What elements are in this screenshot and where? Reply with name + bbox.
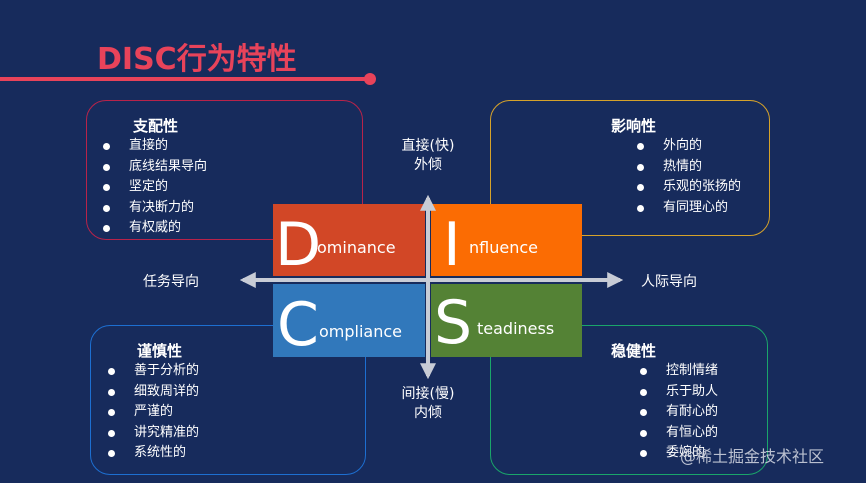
compliance-box: 谨慎性 善于分析的 细致周详的 严谨的 讲究精准的 系统性的	[90, 325, 366, 475]
steadiness-list: 控制情绪 乐于助人 有耐心的 有恒心的 委婉的	[640, 361, 718, 464]
axis-label-top-line2: 外倾	[414, 157, 442, 173]
watermark: @稀土掘金技术社区	[680, 447, 825, 466]
list-item: 有同理心的	[637, 198, 741, 219]
list-item: 外向的	[637, 136, 741, 157]
page-title: DISC行为特性	[97, 42, 297, 77]
influence-tile: I nfluence	[431, 204, 582, 276]
list-item: 有耐心的	[640, 402, 718, 423]
title-underline-dot	[364, 73, 376, 85]
compliance-box-title: 谨慎性	[137, 342, 183, 360]
axis-label-bottom-line1: 间接(慢)	[401, 386, 455, 402]
dominance-tile-letter: D	[275, 210, 322, 276]
list-item: 有权威的	[103, 218, 207, 239]
list-item: 细致周详的	[108, 382, 199, 403]
compliance-tile-word: ompliance	[319, 322, 403, 341]
dominance-list: 直接的 底线结果导向 坚定的 有决断力的 有权威的	[103, 136, 207, 239]
steadiness-box: 稳健性 控制情绪 乐于助人 有耐心的 有恒心的 委婉的	[490, 325, 768, 475]
list-item: 控制情绪	[640, 361, 718, 382]
list-item: 委婉的	[640, 443, 718, 464]
list-item: 讲究精准的	[108, 423, 199, 444]
list-item: 直接的	[103, 136, 207, 157]
steadiness-box-title: 稳健性	[611, 342, 657, 360]
influence-box: 影响性 外向的 热情的 乐观的张扬的 有同理心的	[490, 100, 770, 236]
list-item: 严谨的	[108, 402, 199, 423]
list-item: 热情的	[637, 157, 741, 178]
axis-label-bottom: 间接(慢) 内倾	[378, 385, 478, 423]
dominance-box-title: 支配性	[133, 117, 179, 135]
dominance-tile: D ominance	[273, 204, 425, 276]
list-item: 有决断力的	[103, 198, 207, 219]
axis-label-left: 任务导向	[143, 274, 199, 290]
list-item: 坚定的	[103, 177, 207, 198]
compliance-tile: C ompliance	[273, 284, 425, 357]
dominance-box: 支配性 直接的 底线结果导向 坚定的 有决断力的 有权威的	[86, 100, 363, 240]
influence-tile-letter: I	[443, 210, 461, 276]
axis-label-right: 人际导向	[641, 274, 697, 290]
axis-label-top: 直接(快) 外倾	[378, 137, 478, 175]
influence-box-title: 影响性	[611, 117, 657, 135]
title-underline	[0, 77, 370, 81]
list-item: 善于分析的	[108, 361, 199, 382]
compliance-tile-letter: C	[277, 290, 319, 357]
dominance-tile-word: ominance	[317, 238, 396, 257]
list-item: 乐观的张扬的	[637, 177, 741, 198]
axis-label-top-line1: 直接(快)	[401, 138, 455, 154]
list-item: 有恒心的	[640, 423, 718, 444]
steadiness-tile-letter: S	[434, 288, 473, 357]
steadiness-tile: S teadiness	[431, 284, 582, 357]
compliance-list: 善于分析的 细致周详的 严谨的 讲究精准的 系统性的	[108, 361, 199, 464]
list-item: 底线结果导向	[103, 157, 207, 178]
axis-label-bottom-line2: 内倾	[414, 405, 442, 421]
list-item: 系统性的	[108, 443, 199, 464]
steadiness-tile-word: teadiness	[477, 319, 555, 338]
influence-list: 外向的 热情的 乐观的张扬的 有同理心的	[637, 136, 741, 218]
influence-tile-word: nfluence	[469, 238, 538, 257]
list-item: 乐于助人	[640, 382, 718, 403]
